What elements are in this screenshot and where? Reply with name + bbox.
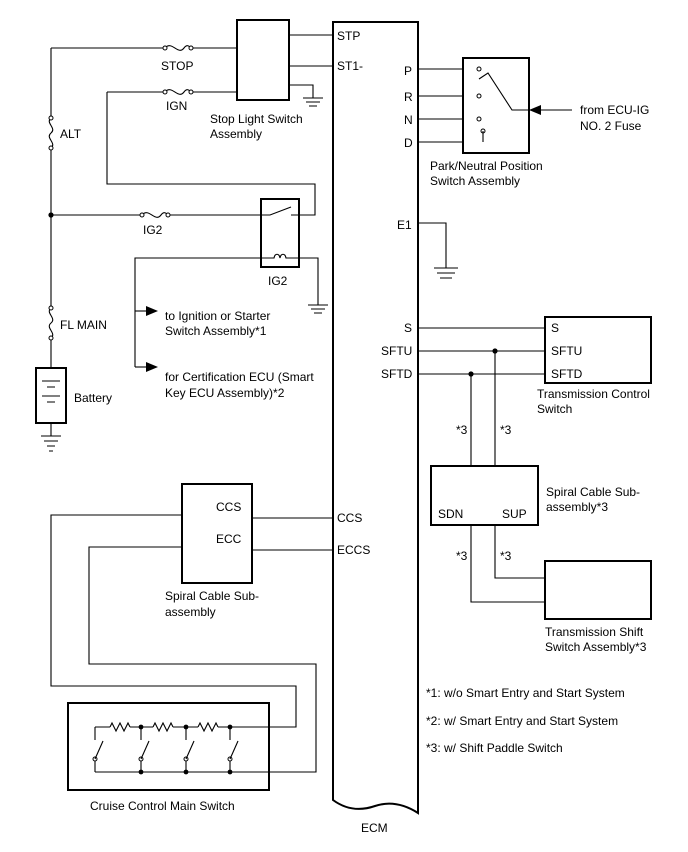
pin-sftd: SFTD [381, 367, 413, 381]
stop-light-switch-label-2: Assembly [210, 127, 262, 141]
cruise-control-label: Cruise Control Main Switch [90, 799, 235, 813]
fuse-fl-main [48, 307, 54, 339]
pin-sftu: SFTU [381, 344, 412, 358]
battery-ground [41, 423, 61, 452]
tcs-label-1: Transmission Control [537, 387, 650, 401]
ecu-ig-label-1: from ECU-IG [580, 103, 649, 117]
tcs-pin-sftd: SFTD [551, 367, 583, 381]
spiral-left-pin-ccs: CCS [216, 500, 241, 514]
pin-n: N [404, 113, 413, 127]
park-neutral-label-2: Switch Assembly [430, 174, 520, 188]
fuse-alt-label: ALT [60, 127, 82, 141]
tcs-label-2: Switch [537, 402, 572, 416]
ecm-label: ECM [361, 821, 388, 835]
wire-mark-c: *3 [456, 549, 468, 563]
wire-mark-a: *3 [456, 423, 468, 437]
spiral-right-pin-sdn: SDN [438, 507, 463, 521]
pin-ccs: CCS [337, 511, 362, 525]
stop-light-switch-label-1: Stop Light Switch [210, 112, 303, 126]
pin-eccs: ECCS [337, 543, 370, 557]
spiral-right-pin-sup: SUP [502, 507, 527, 521]
spiral-cable-right-box [430, 465, 539, 526]
pin-d: D [404, 136, 413, 150]
ig2-relay-coil [261, 253, 299, 259]
battery-label: Battery [74, 391, 112, 405]
arrow-ignition [146, 306, 158, 316]
tcs-pin-s: S [551, 321, 559, 335]
tcs-pin-sftu: SFTU [551, 344, 582, 358]
cruise-switch-contacts [92, 740, 239, 762]
spiral-left-label-2: assembly [165, 605, 216, 619]
e1-ground [434, 267, 458, 279]
ecm-body [332, 21, 419, 815]
pin-st1: ST1- [337, 59, 363, 73]
fuse-stop-label: STOP [161, 59, 193, 73]
cruise-resistor-3 [197, 721, 219, 733]
fuse-ign [164, 89, 192, 95]
park-neutral-label-1: Park/Neutral Position [430, 159, 543, 173]
cruise-resistor-1 [109, 721, 131, 733]
spiral-right-label-1: Spiral Cable Sub- [546, 485, 640, 499]
fuse-stop [164, 45, 192, 51]
fuse-fl-main-label: FL MAIN [60, 318, 107, 332]
tss-label-2: Switch Assembly*3 [545, 640, 647, 654]
ig2-relay-label: IG2 [268, 274, 288, 288]
pin-s: S [404, 321, 412, 335]
spiral-right-label-2: assembly*3 [546, 500, 608, 514]
stop-light-switch-box [236, 19, 290, 101]
pin-r: R [404, 90, 413, 104]
pin-p: P [404, 64, 412, 78]
wire-mark-b: *3 [500, 423, 512, 437]
arrow-cert-label-2: Key ECU Assembly)*2 [165, 386, 285, 400]
note-1: *1: w/o Smart Entry and Start System [426, 686, 625, 700]
note-3: *3: w/ Shift Paddle Switch [426, 741, 563, 755]
arrow-ecu-ig [529, 105, 541, 115]
pin-e1: E1 [397, 218, 412, 232]
fuse-ign-label: IGN [166, 99, 187, 113]
fuse-ig2-label: IG2 [143, 223, 163, 237]
arrow-certification [146, 362, 158, 372]
transmission-shift-box [544, 560, 652, 620]
spiral-left-pin-ecc: ECC [216, 532, 242, 546]
pin-stp: STP [337, 29, 360, 43]
note-2: *2: w/ Smart Entry and Start System [426, 714, 618, 728]
ecu-ig-label-2: NO. 2 Fuse [580, 119, 642, 133]
wire-mark-d: *3 [500, 549, 512, 563]
relay-ground [308, 304, 328, 314]
ig2-relay-box [260, 198, 300, 268]
tss-label-1: Transmission Shift [545, 625, 644, 639]
arrow-cert-label-1: for Certification ECU (Smart [165, 370, 314, 384]
cruise-control-box [67, 702, 270, 791]
spiral-left-label-1: Spiral Cable Sub- [165, 589, 259, 603]
cruise-resistor-2 [152, 721, 174, 733]
spiral-cable-left-box [181, 483, 253, 584]
park-neutral-switch-box [462, 57, 530, 154]
stop-switch-ground [303, 97, 323, 107]
arrow-ignition-label-1: to Ignition or Starter [165, 309, 270, 323]
transmission-control-box [544, 316, 652, 384]
arrow-ignition-label-2: Switch Assembly*1 [165, 324, 267, 338]
fuse-ig2 [141, 212, 169, 218]
fuse-alt [48, 117, 54, 149]
